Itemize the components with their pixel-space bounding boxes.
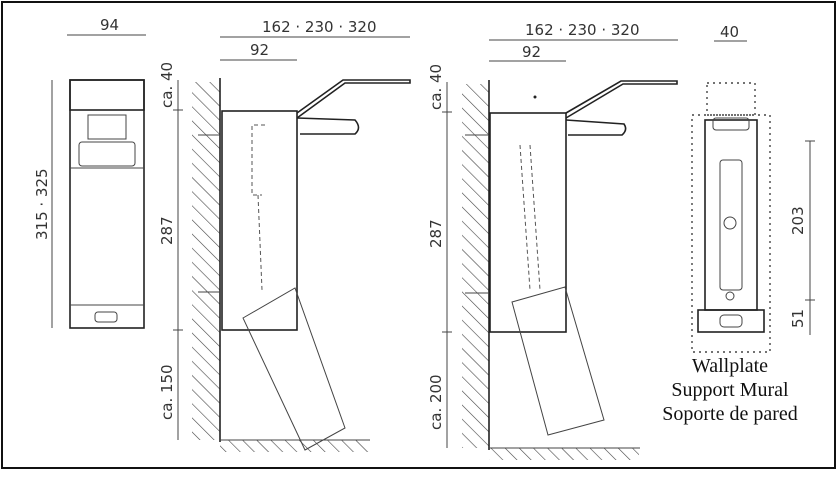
- side1-depth-label: 92: [250, 41, 269, 59]
- side2-depth-label: 92: [522, 43, 541, 61]
- front-view: 94 315 · 325: [33, 16, 146, 329]
- side-view-2: 162 · 230 · 320 92 ca. 40 287 ca. 200: [427, 21, 678, 460]
- front-width-label: 94: [100, 16, 119, 34]
- front-height-label: 315 · 325: [33, 168, 51, 240]
- side1-reach-label: 162 · 230 · 320: [262, 18, 377, 36]
- dispenser-body-front: [69, 79, 145, 329]
- screw-hole: [725, 291, 735, 301]
- lever-arm: [565, 80, 678, 119]
- side1-height-label: 287: [158, 216, 176, 245]
- floor-hatch: [220, 440, 370, 452]
- base-slot: [719, 314, 743, 328]
- dispenser-outline-top: [706, 82, 756, 116]
- tilted-bottle: [242, 287, 346, 451]
- mounting-hole: [723, 216, 737, 230]
- side1-top-clearance-label: ca. 40: [158, 62, 176, 108]
- wallplate-base: [697, 309, 765, 333]
- hidden-pump-tube: [251, 124, 265, 291]
- side2-top-clearance-label: ca. 40: [427, 64, 445, 110]
- wallplate-view: 40 203 51 Wallplate Support Mural Soport…: [662, 23, 815, 425]
- wall-hatch: [192, 82, 220, 440]
- pump-head: [87, 114, 127, 140]
- dispenser-outline: [691, 114, 771, 353]
- nozzle: [565, 119, 627, 136]
- lever-arm: [296, 79, 411, 119]
- lever-front: [69, 79, 145, 111]
- hidden-pump-tube: [519, 144, 541, 291]
- dispenser-body-side: [221, 110, 298, 331]
- side-view-1: 162 · 230 · 320 92 ca. 40 287 ca. 150: [158, 18, 411, 452]
- side1-bottom-clearance-label: ca. 150: [158, 364, 176, 420]
- wallplate-bottom-label: 51: [789, 309, 807, 328]
- dispenser-body-side: [489, 112, 567, 333]
- wallplate-caption-en: Wallplate: [692, 355, 768, 377]
- nozzle: [296, 117, 360, 135]
- viewing-slot: [94, 311, 118, 323]
- marker-dot: [533, 95, 537, 99]
- side2-reach-label: 162 · 230 · 320: [525, 21, 640, 39]
- wallplate-slot: [719, 159, 743, 291]
- wall-screws: [465, 134, 489, 294]
- wallplate-body: [704, 119, 758, 311]
- wallplate-height-label: 203: [789, 206, 807, 235]
- wallplate-clip: [712, 117, 750, 131]
- wallplate-caption-fr: Support Mural: [671, 379, 789, 401]
- side2-height-label: 287: [427, 219, 445, 248]
- side2-bottom-clearance-label: ca. 200: [427, 374, 445, 430]
- wallplate-caption-es: Soporte de pared: [662, 403, 798, 425]
- wall-hatch: [462, 84, 489, 448]
- wallplate-width-label: 40: [720, 23, 739, 41]
- frame-border: [1, 1, 836, 469]
- label-window: [78, 141, 136, 167]
- floor-hatch: [489, 448, 639, 460]
- tilted-bottle: [511, 286, 605, 436]
- wall-screws: [198, 134, 220, 293]
